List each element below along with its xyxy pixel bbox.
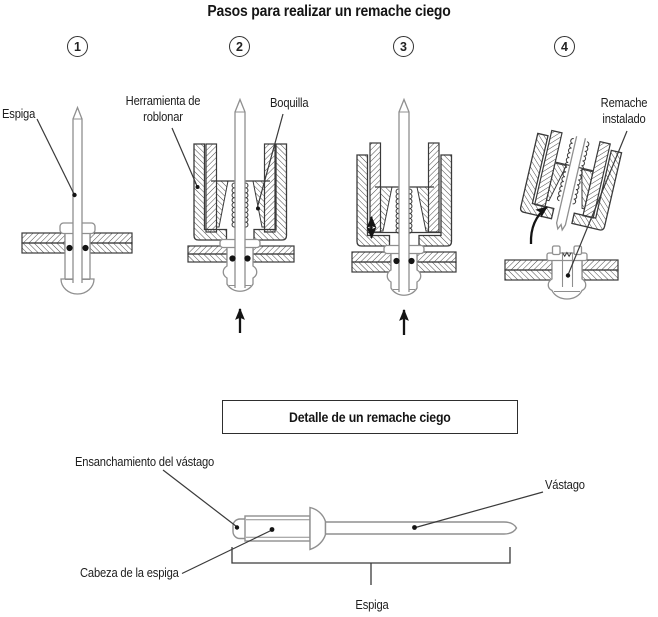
step-3-diagram	[351, 97, 457, 335]
rivet-lock-dot	[408, 257, 415, 265]
label-herramienta-de-roblonar: Herramienta de roblonar	[125, 93, 201, 124]
espiga-spike	[234, 97, 246, 288]
step-1-number-badge: 1	[67, 36, 88, 57]
gripping-jaw-teeth	[557, 138, 574, 202]
step-4-diagram	[504, 129, 628, 300]
label-boquilla: Boquilla	[270, 95, 309, 110]
tool-leader-line	[171, 127, 200, 189]
gripping-jaw-teeth	[572, 141, 590, 205]
label-remache-instalado: Remache instalado	[600, 95, 648, 126]
step-4-number-badge: 4	[554, 36, 575, 57]
rivet-lock-dot	[393, 257, 400, 265]
gripping-jaw-teeth	[409, 188, 413, 234]
rivet-lock-dot	[66, 244, 73, 252]
espiga-spike	[72, 105, 83, 283]
step-4-plates	[504, 259, 619, 281]
label-espiga-step1: Espiga	[2, 106, 36, 121]
page-title: Pasos para realizar un remache ciego	[207, 3, 451, 20]
removal-curved-arrow-icon	[529, 206, 548, 245]
rivet-shaft	[324, 521, 518, 535]
rivet-lock-dot	[229, 255, 236, 262]
espiga-bracket	[231, 547, 511, 585]
installed-rivet-leader-line	[565, 130, 628, 278]
detail-title-box: Detalle de un remache ciego	[222, 400, 518, 434]
blind-rivet-detail-drawing	[162, 469, 544, 585]
shaft-leader-line	[412, 491, 544, 530]
step-4-riveting-tool-tilted	[519, 129, 623, 232]
gripping-jaw-teeth	[245, 182, 249, 228]
label-ensanchamiento-del-vastago: Ensanchamiento del vástago	[75, 454, 215, 469]
shaft-expansion-leader-line	[162, 469, 240, 530]
shaft-expansion-knob	[232, 518, 247, 540]
step-2-diagram	[171, 97, 295, 333]
step-3-number-badge: 3	[393, 36, 414, 57]
label-cabeza-de-la-espiga: Cabeza de la espiga	[80, 565, 179, 580]
spike-head-leader-line	[181, 527, 275, 575]
detail-title: Detalle de un remache ciego	[289, 409, 451, 425]
step-1-diagram	[21, 105, 133, 295]
rivet-flange	[309, 506, 327, 551]
installed-rivet	[546, 245, 588, 300]
nozzle-leader-line	[256, 113, 284, 211]
rivet-lock-dot	[244, 255, 251, 262]
gripping-jaw-teeth	[395, 188, 399, 234]
label-vastago: Vástago	[545, 477, 585, 492]
espiga-spike	[398, 97, 410, 292]
rivet-lock-dot	[82, 244, 89, 252]
broken-spike-remnant	[555, 136, 587, 232]
step-2-number-badge: 2	[229, 36, 250, 57]
step-3-riveting-tool	[356, 142, 453, 247]
gripping-jaw-teeth	[231, 182, 235, 228]
label-espiga-bottom: Espiga	[355, 597, 389, 612]
espiga-leader-line	[36, 118, 77, 198]
